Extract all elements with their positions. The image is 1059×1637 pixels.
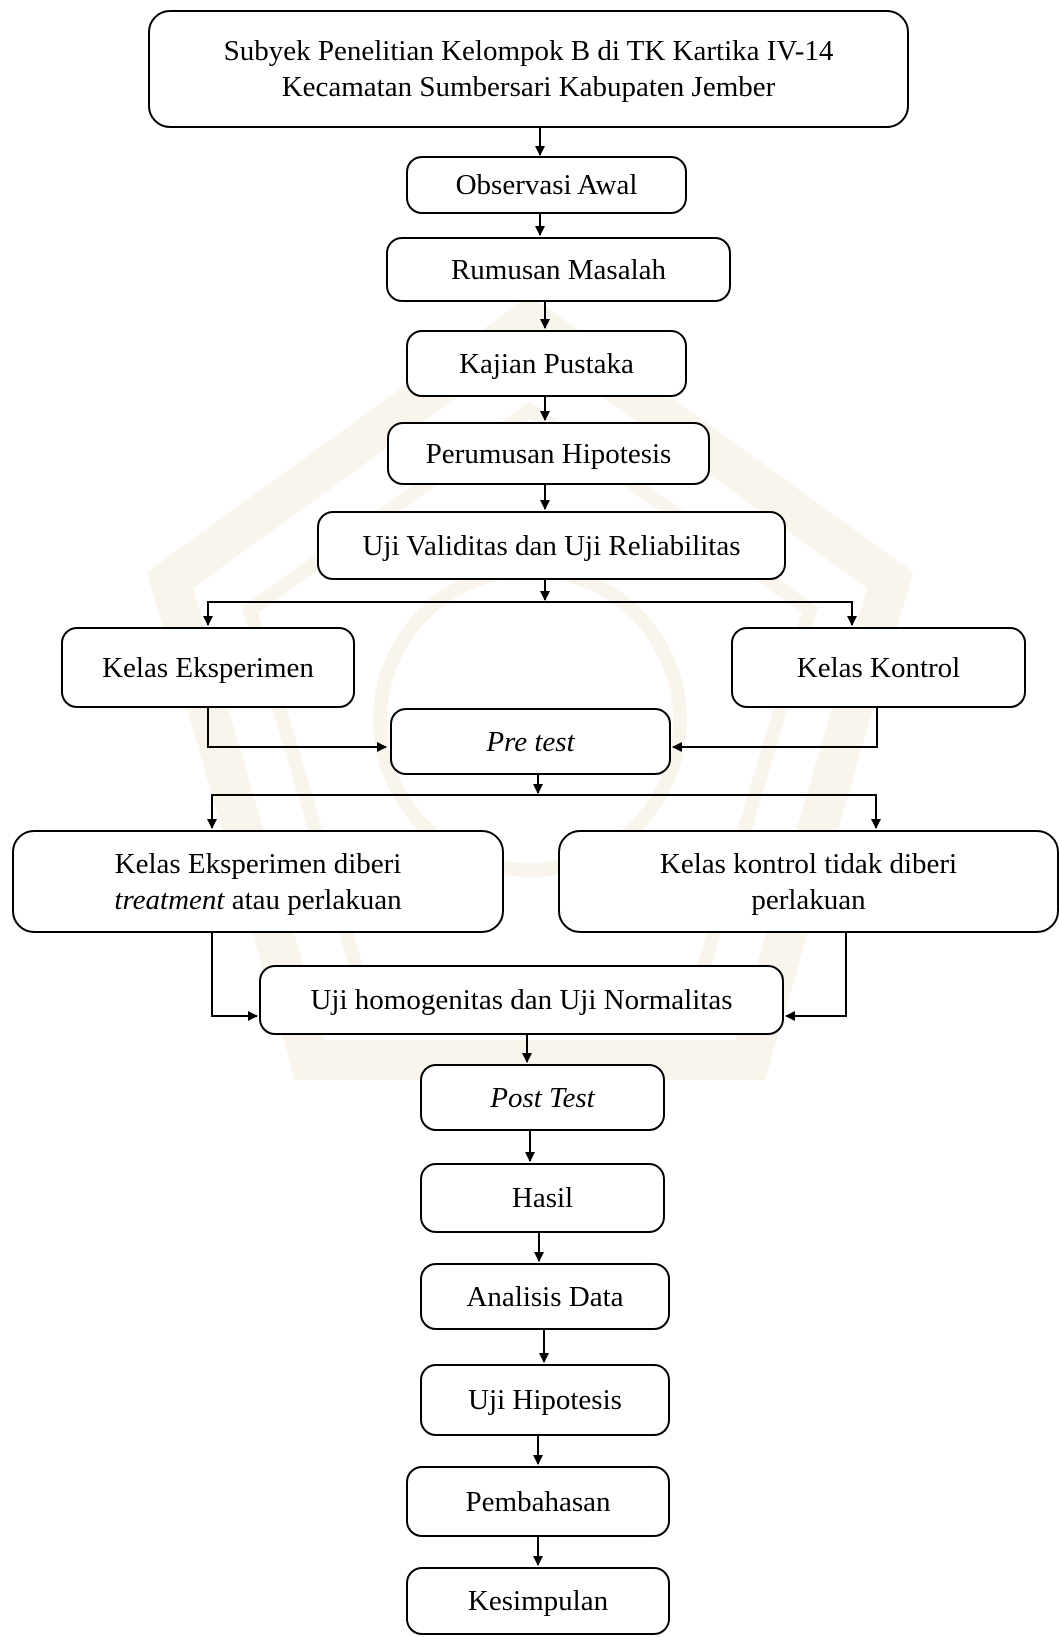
node-homogen-label: Uji homogenitas dan Uji Normalitas <box>310 984 733 1016</box>
node-validitas-label: Uji Validitas dan Uji Reliabilitas <box>362 529 741 562</box>
node-hipotesis: Perumusan Hipotesis <box>387 422 710 485</box>
node-kajian-label: Kajian Pustaka <box>459 347 634 380</box>
node-eksperimen-treatment-line1: Kelas Eksperimen diberi <box>114 847 402 880</box>
node-uji-hipotesis: Uji Hipotesis <box>420 1364 670 1436</box>
node-observasi: Observasi Awal <box>406 156 687 214</box>
arrow-split-eksperimen <box>203 601 545 626</box>
node-validitas: Uji Validitas dan Uji Reliabilitas <box>317 511 786 580</box>
node-subject-line2: Kecamatan Sumbersari Kabupaten Jember <box>281 71 776 103</box>
node-observasi-label: Observasi Awal <box>455 169 638 201</box>
node-posttest-label: Post Test <box>490 1081 595 1114</box>
node-rumusan-label: Rumusan Masalah <box>450 253 667 286</box>
node-uji-hipotesis-label: Uji Hipotesis <box>468 1384 622 1416</box>
node-kontrol-treatment-line1: Kelas kontrol tidak diberi <box>659 847 958 880</box>
node-eksperimen-treatment-line2: treatment atau perlakuan <box>114 882 401 918</box>
node-kesimpulan-label: Kesimpulan <box>467 1585 609 1617</box>
arrow-split-kontrol-treat <box>538 794 881 829</box>
node-pembahasan-label: Pembahasan <box>465 1485 611 1518</box>
node-eksperimen-treatment: Kelas Eksperimen diberi treatment atau p… <box>12 830 504 933</box>
node-eksperimen-label: Kelas Eksperimen <box>102 651 314 684</box>
treatment-word: treatment <box>114 883 225 916</box>
node-subject-line1: Subyek Penelitian Kelompok B di TK Karti… <box>223 35 834 67</box>
node-kontrol-treatment: Kelas kontrol tidak diberi perlakuan <box>558 830 1059 933</box>
node-pretest: Pre test <box>390 708 671 775</box>
arrow-kontrol-homogen <box>785 933 847 1021</box>
node-pretest-label: Pre test <box>486 725 575 758</box>
node-kontrol: Kelas Kontrol <box>731 627 1026 708</box>
arrow-eksperimen-pretest <box>207 708 387 752</box>
node-kontrol-label: Kelas Kontrol <box>796 651 961 684</box>
arrow-eksperimen-homogen <box>211 933 258 1021</box>
node-rumusan: Rumusan Masalah <box>386 237 731 302</box>
node-hasil: Hasil <box>420 1163 665 1233</box>
treatment-rest: atau perlakuan <box>224 883 402 916</box>
arrows <box>203 128 881 1566</box>
node-kontrol-treatment-line2: perlakuan <box>751 883 866 916</box>
node-analisis-label: Analisis Data <box>466 1280 624 1313</box>
node-kesimpulan: Kesimpulan <box>406 1567 670 1635</box>
arrow-split-kontrol <box>545 601 857 626</box>
node-posttest: Post Test <box>420 1064 665 1131</box>
node-pembahasan: Pembahasan <box>406 1466 670 1537</box>
node-subject: Subyek Penelitian Kelompok B di TK Karti… <box>148 10 909 128</box>
node-homogen: Uji homogenitas dan Uji Normalitas <box>259 965 784 1035</box>
node-hasil-label: Hasil <box>511 1182 574 1214</box>
arrow-split-eksperimen-treat <box>207 794 538 829</box>
node-kajian: Kajian Pustaka <box>406 330 687 397</box>
node-eksperimen: Kelas Eksperimen <box>61 627 355 708</box>
node-analisis: Analisis Data <box>420 1263 670 1330</box>
arrow-kontrol-pretest <box>672 708 878 752</box>
node-hipotesis-label: Perumusan Hipotesis <box>425 437 672 470</box>
